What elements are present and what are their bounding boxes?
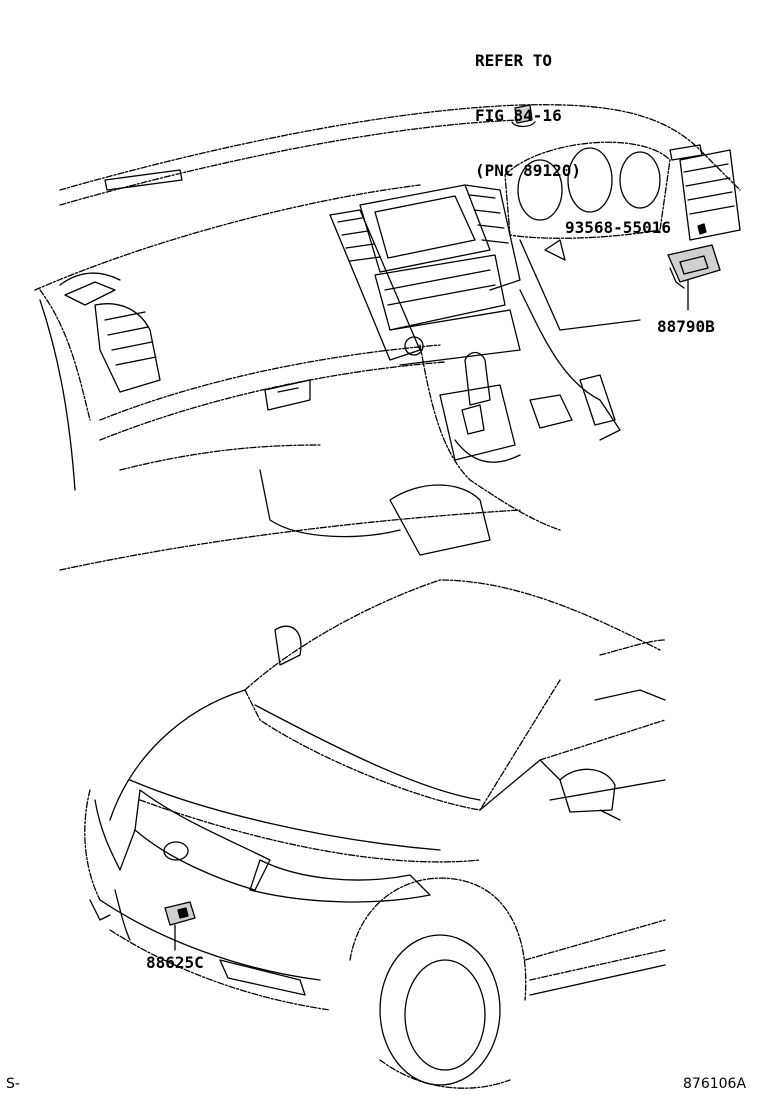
part-label-upper-module[interactable]: 88790B (657, 317, 715, 336)
dashboard-illustration (34, 104, 741, 571)
footer-left-code: S- (6, 1076, 20, 1092)
reference-note: REFER TO FIG 84-16 (PNC 89120) (475, 16, 581, 217)
reference-note-line2: FIG 84-16 (475, 106, 562, 125)
vehicle-illustration (84, 579, 666, 1089)
part-label-screw[interactable]: 93568-55016 (565, 218, 671, 237)
reference-note-line3: (PNC 89120) (475, 161, 581, 180)
drawing-number: 876106A (683, 1076, 747, 1092)
part-label-front-sensor[interactable]: 88625C (146, 953, 204, 972)
reference-note-line1: REFER TO (475, 51, 553, 70)
